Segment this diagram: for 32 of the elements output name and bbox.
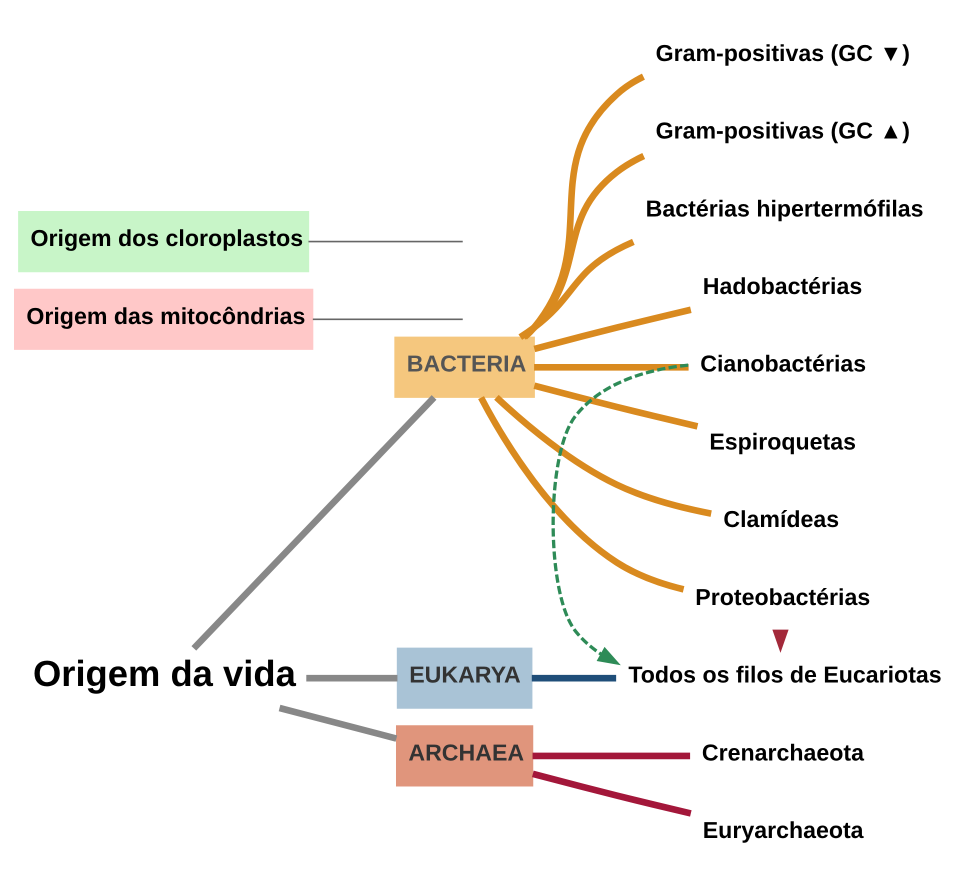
node-text: Clamídeas <box>723 506 840 532</box>
node-box: Origem das mitocôndrias <box>14 288 314 350</box>
connector <box>532 674 616 681</box>
node-box: ARCHAEA <box>396 724 534 786</box>
connector <box>494 394 712 516</box>
node-text: Todos os filos de Eucariotas <box>628 661 942 688</box>
connector <box>306 674 398 681</box>
node-text: Proteobactérias <box>695 583 870 610</box>
connector <box>533 382 698 430</box>
node-box: EUKARYA <box>396 647 532 708</box>
node-box: Origem dos cloroplastos <box>18 210 310 272</box>
connector <box>518 238 635 340</box>
connector <box>533 306 692 352</box>
connector <box>312 318 463 320</box>
connector <box>534 363 689 370</box>
node-text: Origem da vida <box>33 652 296 694</box>
node-box: BACTERIA <box>394 336 535 398</box>
connector <box>478 396 684 592</box>
connector <box>191 394 436 650</box>
node-text: Espiroquetas <box>709 428 856 454</box>
node-text: Cianobactérias <box>700 350 866 376</box>
node-text: Gram-positivas (GC ▼) <box>656 39 910 66</box>
node-text: Gram-positivas (GC ▲) <box>656 117 910 144</box>
node-text: Crenarchaeota <box>702 738 864 765</box>
connector <box>532 770 692 816</box>
connector <box>532 752 690 759</box>
node-text: Bactérias hipertermófilas <box>646 194 924 221</box>
connector <box>308 240 463 242</box>
connector <box>278 704 398 742</box>
node-text: Euryarchaeota <box>702 816 864 843</box>
node-text: Hadobactérias <box>702 272 862 299</box>
arrow <box>552 362 688 665</box>
